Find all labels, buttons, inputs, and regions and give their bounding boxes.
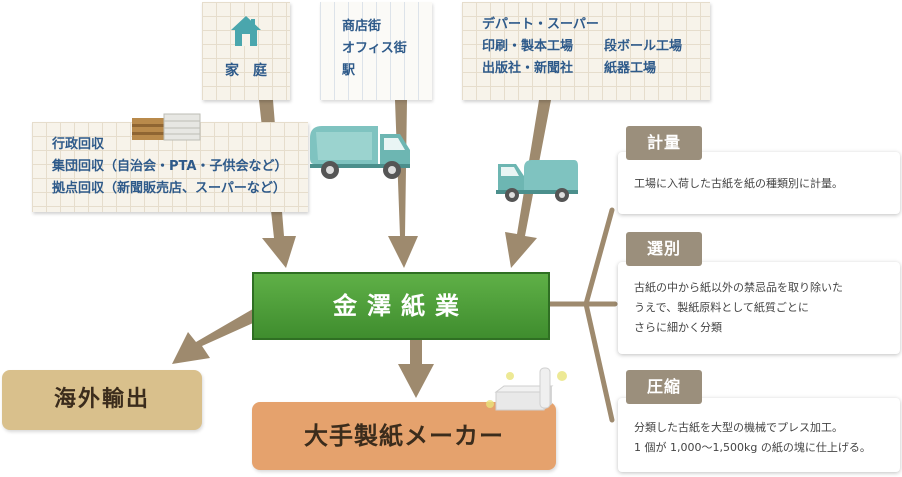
company-box: 金澤紙業 [252,272,550,340]
town-line-2: オフィス街 [342,41,407,56]
step-weighing-line-1: 工場に入荷した古紙を紙の種類別に計量。 [634,177,843,190]
step-tag-weighing: 計量 [626,126,702,160]
arrow-export [172,306,264,364]
step-sorting-line-1: 古紙の中から紙以外の禁忌品を取り除いた [634,281,843,294]
step-sorting-line-3: さらに細かく分類 [634,321,722,334]
maker-label: 大手製紙メーカー [304,422,504,450]
business-line-3a: 出版社・新聞社 [482,61,574,76]
home-label: 家 庭 [225,63,267,79]
town-line-1: 商店街 [342,19,382,34]
step-compression-line-1: 分類した古紙を大型の機械でプレス加工。 [634,421,843,434]
business-line-1: デパート・スーパー [482,17,599,32]
step-card-weighing: 工場に入荷した古紙を紙の種類別に計量。 [618,152,900,214]
collection-line-2: 集団回収（自治会・PTA・子供会など） [52,159,288,174]
business-line-2a: 印刷・製本工場 [482,39,574,54]
connector-step1 [583,207,615,307]
collection-line-3: 拠点回収（新聞販売店、スーパーなど） [52,181,286,196]
step-card-sorting: 古紙の中から紙以外の禁忌品を取り除いた うえで、製紙原料として紙質ごとに さらに… [618,262,900,354]
step-compression-text: 分類した古紙を大型の機械でプレス加工。 1 個が 1,000～1,500kg の… [634,418,871,458]
business-line-2b: 段ボール工場 [604,39,683,54]
step-tag-sorting: 選別 [626,232,702,266]
arrow-town [388,100,418,268]
paper-bundle-icon [132,113,201,141]
connector-step3 [583,301,615,423]
step-tag-compression: 圧縮 [626,370,702,404]
truck-icon-small [496,160,578,202]
source-town: 商店街 オフィス街 駅 [320,2,432,100]
maker-box: 大手製紙メーカー [252,402,556,470]
step-card-compression: 分類した古紙を大型の機械でプレス加工。 1 個が 1,000～1,500kg の… [618,398,900,472]
step-sorting-line-2: うえで、製紙原料として紙質ごとに [634,301,809,314]
house-icon [231,16,261,46]
collection-line-1: 行政回収 [52,137,105,152]
company-name: 金澤紙業 [333,292,469,320]
step-weighing-text: 工場に入荷した古紙を紙の種類別に計量。 [634,174,843,194]
export-label: 海外輸出 [53,387,150,412]
town-line-3: 駅 [342,63,356,78]
step-compression-line-2: 1 個が 1,000～1,500kg の紙の塊に仕上げる。 [634,441,871,454]
export-box: 海外輸出 [2,370,202,430]
arrow-maker [398,340,434,398]
truck-icon-large [310,126,410,179]
business-line-3b: 紙器工場 [604,61,657,76]
step-sorting-text: 古紙の中から紙以外の禁忌品を取り除いた うえで、製紙原料として紙質ごとに さらに… [634,278,843,338]
paper-roll-icon [486,367,567,411]
source-home: 家 庭 [202,2,290,100]
source-business: デパート・スーパー 印刷・製本工場 段ボール工場 出版社・新聞社 紙器工場 [462,2,710,100]
